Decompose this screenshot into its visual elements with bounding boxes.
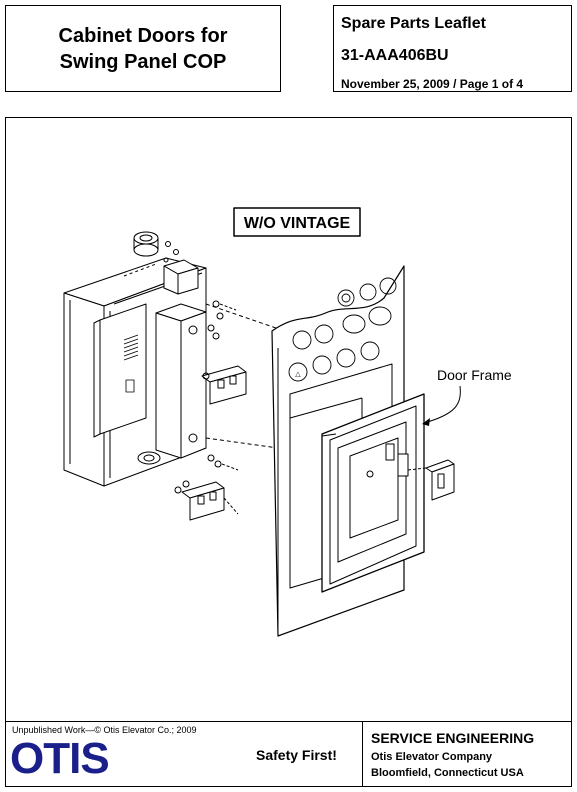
safety-slogan: Safety First! [256,747,337,763]
vintage-label: W/O VINTAGE [244,215,351,232]
document-title-line1: Cabinet Doors for [58,24,228,47]
hinge-bracket-lower [174,480,239,521]
vintage-label-box [233,207,361,237]
latch-hardware [407,459,455,501]
document-title-box: Cabinet Doors for Swing Panel COP [5,5,281,92]
company-name: Otis Elevator Company [371,751,493,763]
footer: Unpublished Work—© Otis Elevator Co.; 20… [5,722,572,787]
copyright-notice: Unpublished Work—© Otis Elevator Co.; 20… [12,725,197,735]
otis-logo: OTIS [10,734,110,783]
door-frame-callout: Door Frame [437,367,512,383]
part-number: 31-AAA406BU [341,47,449,64]
svg-text:△: △ [295,371,301,378]
date-page: November 25, 2009 / Page 1 of 4 [341,77,524,91]
company-location: Bloomfield, Connecticut USA [371,767,524,779]
hinge-bracket-upper [201,365,247,405]
exploded-view-diagram: W/O VINTAGE [63,207,512,637]
leaflet-info-box: Spare Parts Leaflet 31-AAA406BU November… [333,5,572,92]
callout-leader [423,385,461,424]
leaflet-type: Spare Parts Leaflet [341,15,486,32]
department-name: SERVICE ENGINEERING [371,730,535,746]
diagram-frame: W/O VINTAGE [5,117,572,722]
document-title-line2: Swing Panel COP [59,50,227,73]
hardware-screws [207,300,239,471]
footer-divider [362,722,363,787]
cop-cabinet [63,231,279,487]
door-frame [321,393,455,593]
